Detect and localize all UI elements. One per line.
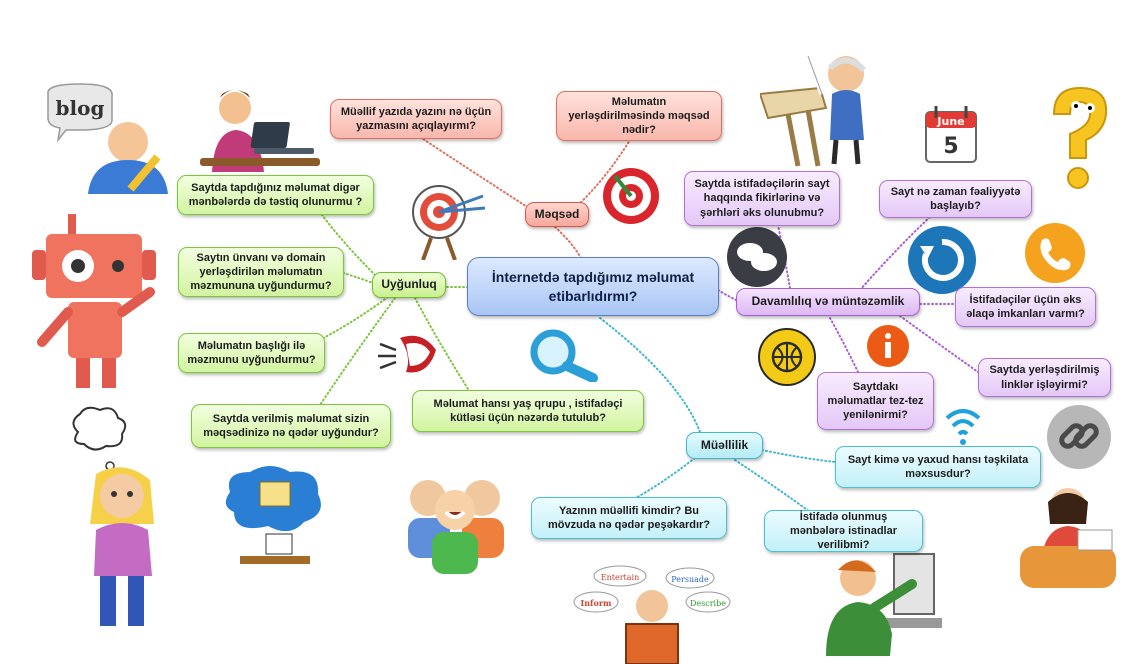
old-writer-illustration (760, 55, 867, 167)
computer-user-illustration (826, 553, 942, 656)
category-davamliliq[interactable]: Davamlılıq və müntəzəmlik (736, 288, 920, 316)
phone-icon (1025, 223, 1085, 283)
link-uyg-purpose (319, 297, 396, 406)
category-uygunluq[interactable]: Uyğunluq (372, 272, 446, 298)
link-dav-opinions (777, 224, 791, 289)
node-dav-feedback[interactable]: İstifadəçilər üçün əks əlaqə imkanları v… (955, 287, 1096, 327)
magnifier-icon (530, 329, 598, 382)
woman-desk-illustration (1020, 488, 1116, 588)
link-mue-whom (761, 449, 836, 463)
node-meqsed-why[interactable]: Müəllif yazıda yazını nə üçün yazmasını … (330, 99, 502, 139)
refresh-icon (908, 226, 976, 294)
link-meqsed-why (419, 136, 536, 213)
node-meqsed-purpose[interactable]: Məlumatın yerləşdirilməsində məqsəd nədi… (556, 91, 722, 141)
target-arrows-illustration (412, 185, 486, 260)
blog-text: blog (56, 96, 105, 120)
link-uyg-title (309, 296, 389, 346)
book-word-inform: Inform (580, 598, 612, 608)
node-dav-updated[interactable]: Saytdakı məlumatlar tez-tez yenilənirmi? (817, 372, 934, 430)
node-uyg-other-sources[interactable]: Saytda tapdığınız məlumat digər mənbələr… (177, 175, 374, 215)
book-word-persuade: Persuade (671, 575, 709, 584)
book-reader-illustration: Entertain Persuade Inform Describe (573, 565, 731, 664)
laptop-man-illustration (200, 90, 320, 172)
central-node[interactable]: İnternetdə tapdığımız məlumat etibarlıdı… (467, 257, 719, 316)
link-dav-updated (829, 317, 859, 373)
calendar-month: June (936, 115, 964, 128)
link-dav-since (859, 216, 931, 291)
thinking-girl-illustration (72, 406, 154, 626)
book-word-describe: Describe (690, 599, 726, 608)
link-central-dav (717, 289, 737, 301)
node-uyg-purpose[interactable]: Saytda verilmiş məlumat sizin məqsədiniz… (191, 404, 391, 448)
category-meqsed[interactable]: Məqsəd (525, 202, 589, 227)
link-chain-icon (1047, 405, 1111, 469)
book-word-entertain: Entertain (601, 573, 639, 582)
users-group-illustration (408, 480, 504, 574)
link-uyg-audience (414, 297, 471, 393)
question-mark-icon (1052, 86, 1108, 189)
wifi-icon (945, 409, 981, 445)
node-dav-opinions[interactable]: Saytda istifadəçilərin sayt haqqında fik… (684, 171, 840, 226)
calendar-icon: June 5 (925, 106, 977, 163)
node-dav-links[interactable]: Saytda yerləşdirilmiş linklər işləyirmi? (978, 358, 1111, 397)
node-dav-since[interactable]: Sayt nə zaman fəaliyyətə başlayıb? (879, 180, 1032, 218)
info-icon (867, 325, 909, 367)
link-uyg-other (319, 211, 379, 279)
node-uyg-title[interactable]: Məlumatın başlığı ilə məzmunu uyğundurmu… (178, 333, 325, 373)
robot-illustration (32, 214, 156, 388)
node-uyg-audience[interactable]: Məlumat hansı yaş qrupu , istifadəçi küt… (412, 390, 644, 432)
link-mue-author (631, 457, 696, 501)
node-mue-author[interactable]: Yazının müəllifi kimdir? Bu mövzuda nə q… (531, 497, 727, 539)
link-dav-links (899, 315, 979, 373)
node-mue-refs[interactable]: İstifadə olunmuş mənbələrə istinadlar ve… (764, 510, 923, 552)
link-central-mue (599, 317, 701, 433)
calendar-day: 5 (943, 134, 958, 159)
bullseye-icon (603, 168, 659, 224)
link-mue-refs (734, 459, 811, 513)
chat-bubbles-icon (727, 227, 787, 287)
blog-writer-illustration: blog (47, 83, 168, 194)
dreaming-worker-illustration (225, 466, 321, 564)
node-uyg-domain[interactable]: Saytın ünvanı və domain yerləşdirilən mə… (178, 247, 344, 297)
globe-icon (758, 328, 816, 386)
category-muelliflik[interactable]: Müəllilik (686, 432, 763, 459)
shouting-mouth-icon (378, 335, 436, 373)
node-mue-whom[interactable]: Sayt kimə və yaxud hansı təşkilata məxsu… (835, 446, 1041, 488)
